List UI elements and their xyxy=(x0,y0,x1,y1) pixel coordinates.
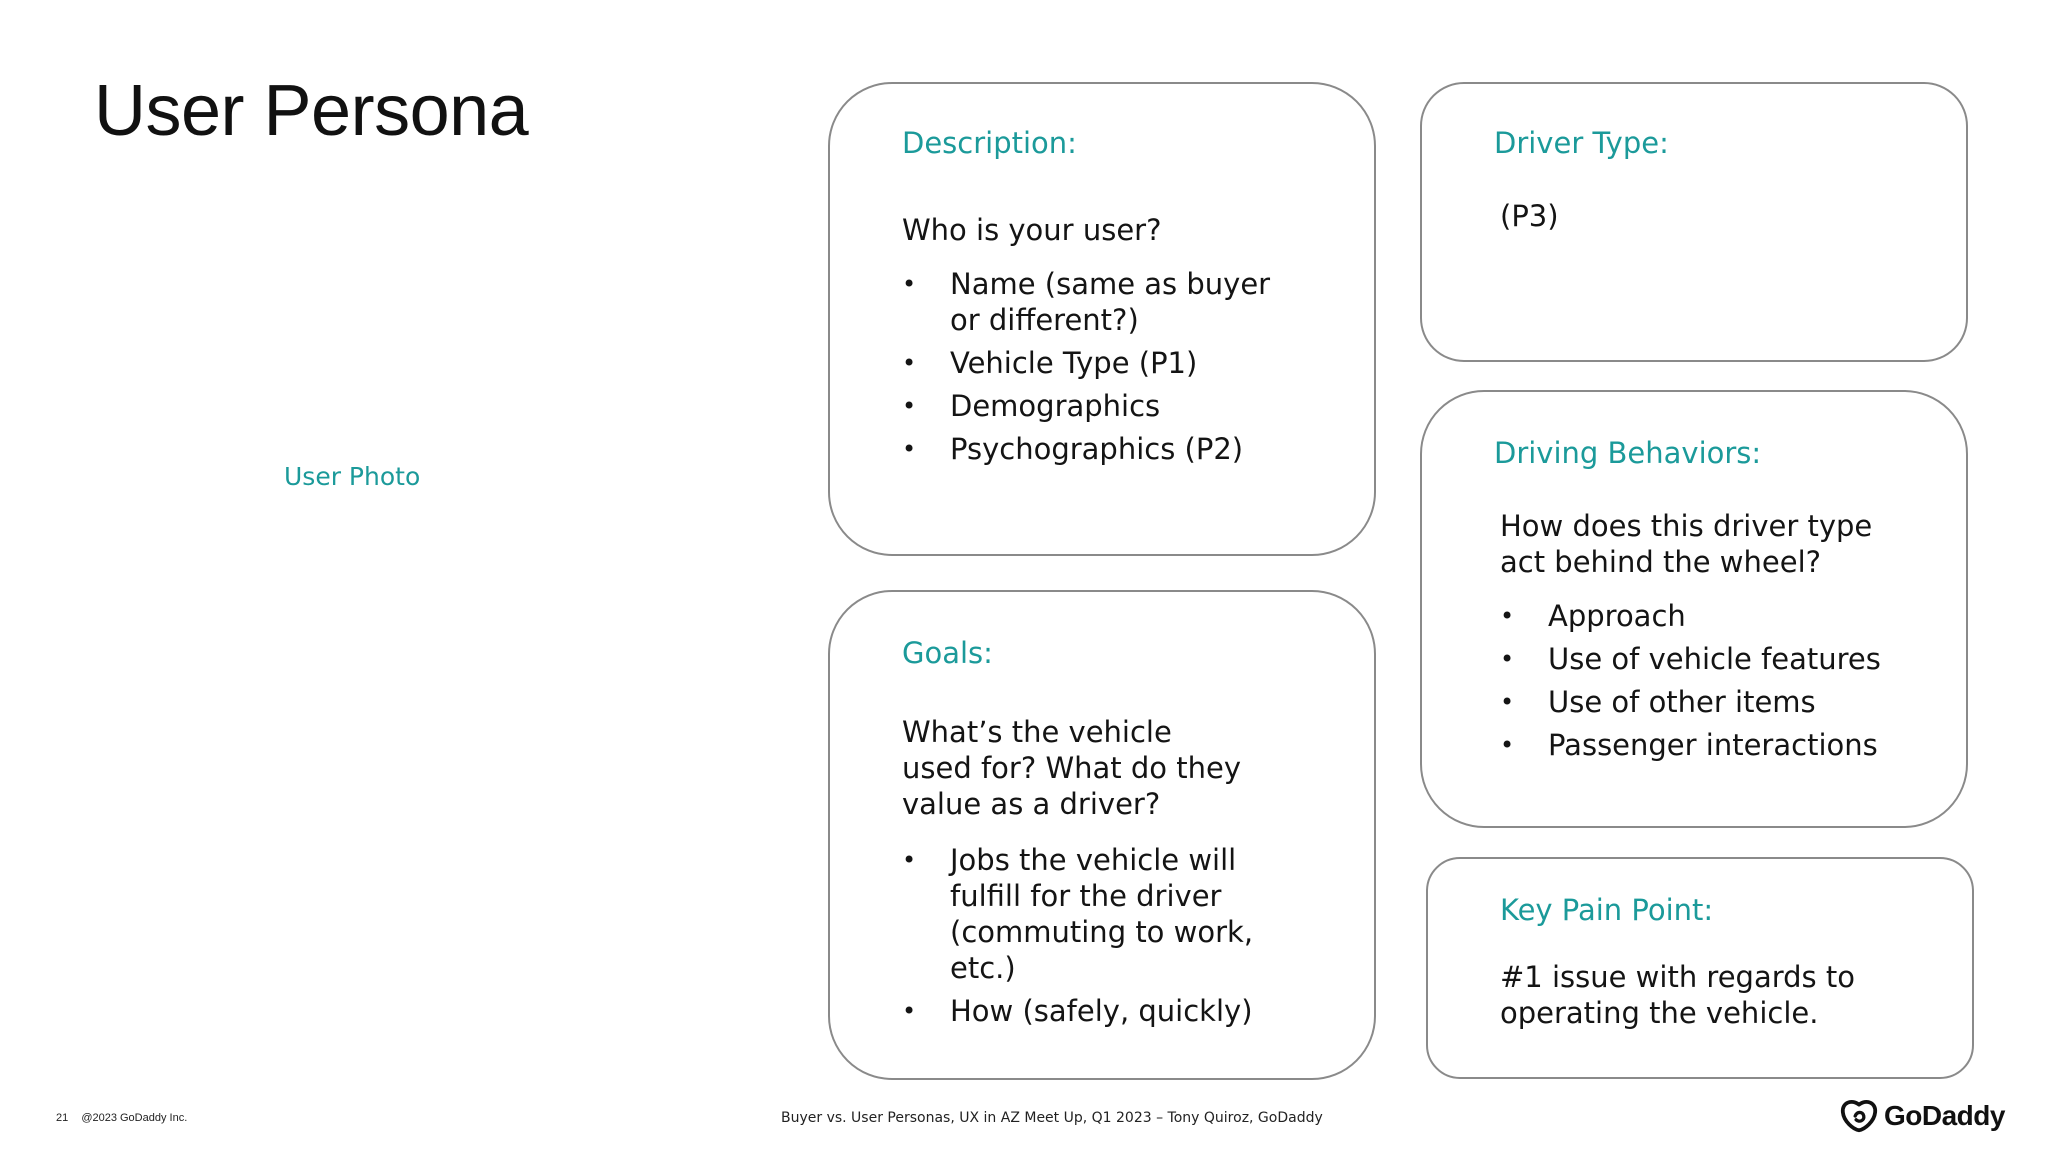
user-photo-placeholder: User Photo xyxy=(284,462,421,491)
goals-question: What’s the vehicle used for? What do the… xyxy=(902,715,1241,821)
list-item: Demographics xyxy=(902,388,1282,424)
description-heading: Description: xyxy=(902,126,1077,160)
description-card: Description: Who is your user? Name (sam… xyxy=(828,82,1376,556)
driving-behaviors-question: How does this driver type act behind the… xyxy=(1500,509,1873,579)
driving-behaviors-card: Driving Behaviors: How does this driver … xyxy=(1420,390,1968,828)
goals-card: Goals: What’s the vehicle used for? What… xyxy=(828,590,1376,1080)
slide-title: User Persona xyxy=(94,71,529,151)
godaddy-logo-text: GoDaddy xyxy=(1884,1100,2005,1131)
list-item: Approach xyxy=(1500,598,1920,634)
godaddy-logo: GoDaddy xyxy=(1840,1096,2005,1136)
description-bullets: Name (same as buyer or different?) Vehic… xyxy=(902,266,1282,474)
page-number: 21 xyxy=(56,1112,69,1124)
list-item: How (safely, quickly) xyxy=(902,993,1262,1029)
goals-bullets: Jobs the vehicle will fulfill for the dr… xyxy=(902,842,1262,1036)
driver-type-card: Driver Type: (P3) xyxy=(1420,82,1968,362)
driving-behaviors-bullets: Approach Use of vehicle features Use of … xyxy=(1500,598,1920,770)
pain-point-text: #1 issue with regards to operating the v… xyxy=(1500,960,1855,1030)
list-item: Use of vehicle features xyxy=(1500,641,1920,677)
driver-type-heading: Driver Type: xyxy=(1494,126,1669,160)
list-item: Use of other items xyxy=(1500,684,1920,720)
footer-left: 21 @2023 GoDaddy Inc. xyxy=(56,1112,197,1124)
description-question: Who is your user? xyxy=(902,213,1162,247)
list-item: Name (same as buyer or different?) xyxy=(902,266,1282,338)
godaddy-logo-icon xyxy=(1840,1100,1878,1133)
list-item: Passenger interactions xyxy=(1500,727,1920,763)
driving-behaviors-heading: Driving Behaviors: xyxy=(1494,436,1762,470)
driver-type-text: (P3) xyxy=(1500,199,1559,233)
list-item: Psychographics (P2) xyxy=(902,431,1282,467)
goals-heading: Goals: xyxy=(902,636,993,670)
pain-point-card: Key Pain Point: #1 issue with regards to… xyxy=(1426,857,1974,1079)
footer-presentation-info: Buyer vs. User Personas, UX in AZ Meet U… xyxy=(781,1110,1323,1126)
list-item: Vehicle Type (P1) xyxy=(902,345,1282,381)
pain-point-heading: Key Pain Point: xyxy=(1500,893,1714,927)
list-item: Jobs the vehicle will fulfill for the dr… xyxy=(902,842,1262,986)
copyright: @2023 GoDaddy Inc. xyxy=(81,1112,188,1124)
